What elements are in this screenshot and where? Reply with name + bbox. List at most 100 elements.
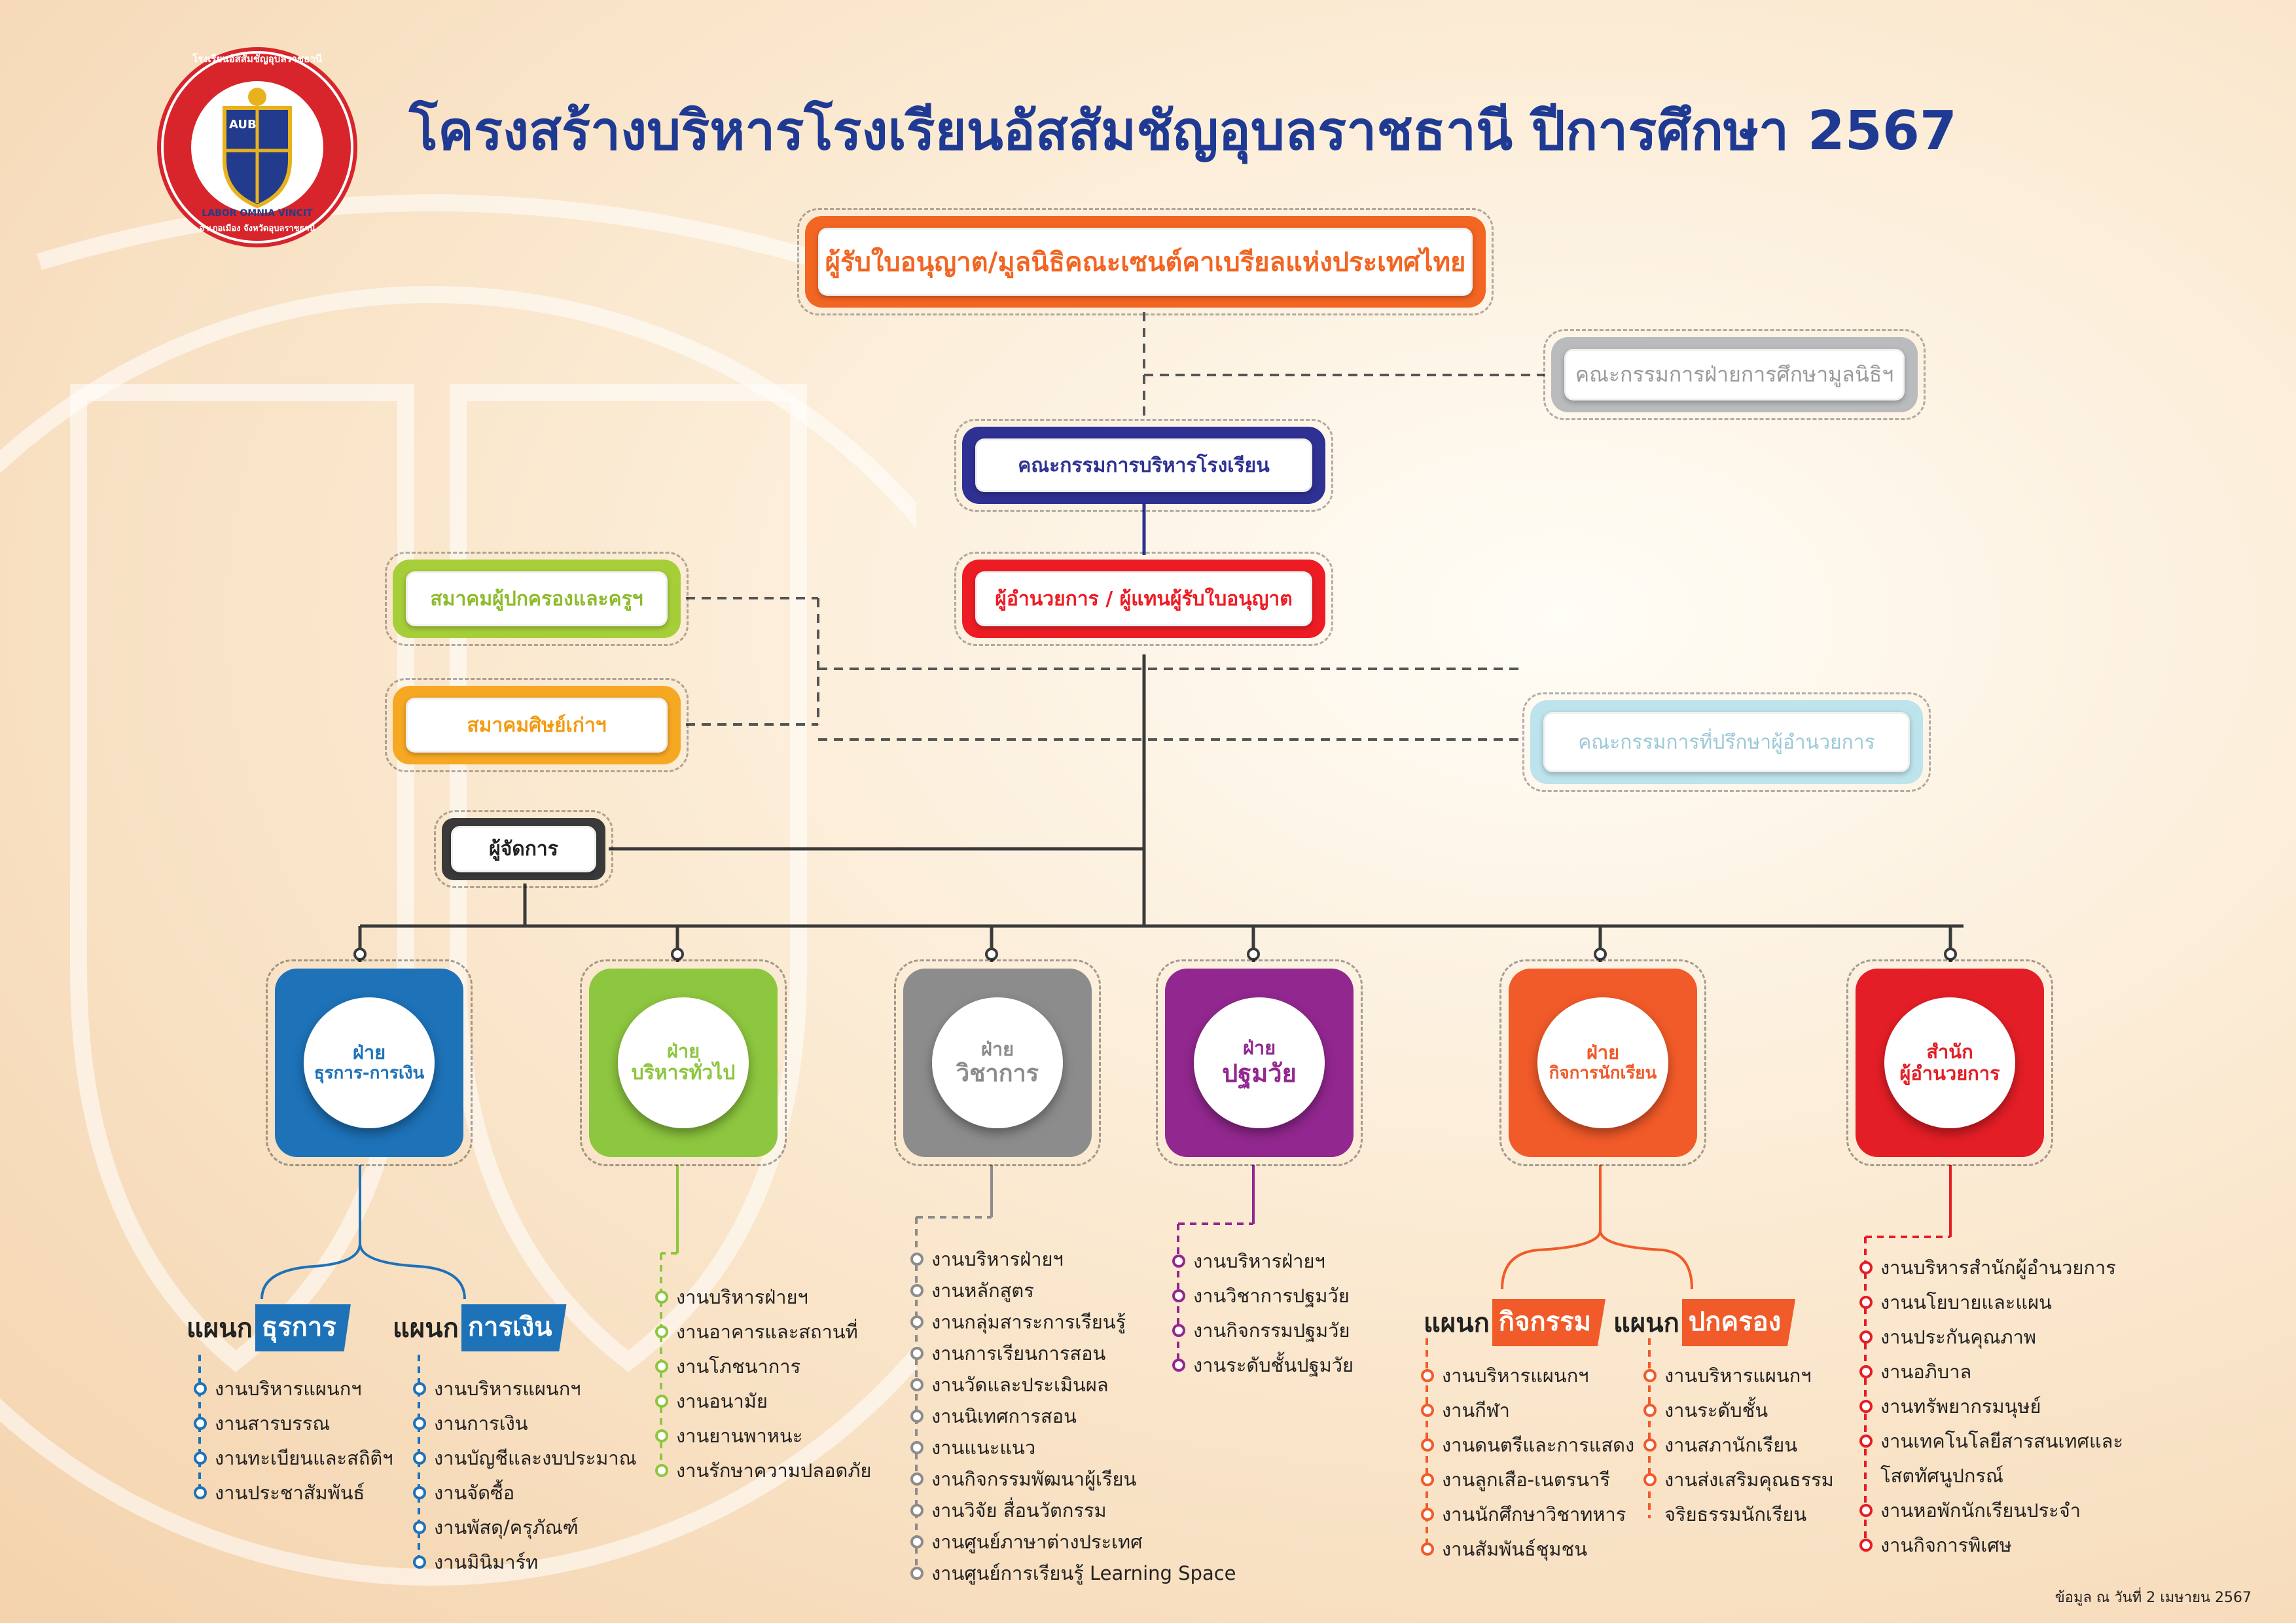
list-item: งานบริหารฝ่ายฯ	[1172, 1243, 1354, 1278]
list-item: งานประชาสัมพันธ์	[194, 1475, 393, 1510]
list-item: งานบริหารแผนกฯ	[1421, 1358, 1634, 1393]
section-finance-prefix: แผนก	[393, 1313, 459, 1344]
list-item: งานอนามัย	[655, 1383, 871, 1418]
list-item: งานโภชนาการ	[655, 1349, 871, 1383]
section-admin-prefix: แผนก	[187, 1313, 253, 1344]
list-item: งานกีฬา	[1421, 1393, 1634, 1427]
list-item: งานกิจกรรมพัฒนาผู้เรียน	[910, 1463, 1236, 1495]
list-item: งานศูนย์ภาษาต่างประเทศ	[910, 1526, 1236, 1558]
list-director-office: งานบริหารสำนักผู้อำนวยการ งานนโยบายและแผ…	[1859, 1250, 2123, 1562]
dept-student-affairs-line2: กิจการนักเรียน	[1549, 1063, 1657, 1083]
list-item: งานการเงิน	[413, 1406, 637, 1440]
list-item: งานระดับชั้น	[1643, 1393, 1834, 1427]
manager-box: ผู้จัดการ	[434, 810, 613, 888]
list-finance: งานบริหารแผนกฯ งานการเงิน งานบัญชีและงบป…	[413, 1371, 637, 1579]
list-item: งานกลุ่มสาระการเรียนรู้	[910, 1306, 1236, 1338]
dept-general-line1: ฝ่าย	[666, 1040, 700, 1063]
list-item: งานอาคารและสถานที่	[655, 1314, 871, 1349]
list-item: งานสภานักเรียน	[1643, 1427, 1834, 1462]
dept-student-affairs: ฝ่ายกิจการนักเรียน	[1499, 959, 1706, 1166]
list-item: งานนักศึกษาวิชาทหาร	[1421, 1497, 1634, 1531]
parents-teachers-box: สมาคมผู้ปกครองและครูฯ	[385, 552, 689, 646]
logo-ring-top: โรงเรียนอัสสัมชัญอุบลราชธานี	[192, 53, 323, 65]
section-finance-heading: แผนก การเงิน	[393, 1304, 567, 1351]
list-item: งานบริหารแผนกฯ	[413, 1371, 637, 1406]
licensee-label: ผู้รับใบอนุญาต/มูลนิธิคณะเซนต์คาเบรียลแห…	[818, 228, 1473, 296]
list-item: จริยธรรมนักเรียน	[1664, 1503, 1807, 1525]
list-item: งานบริหารฝ่ายฯ	[910, 1243, 1236, 1275]
list-academic: งานบริหารฝ่ายฯ งานหลักสูตร งานกลุ่มสาระก…	[910, 1243, 1236, 1589]
section-admin-heading: แผนก ธุรการ	[187, 1304, 351, 1351]
list-item: งานหอพักนักเรียนประจำ	[1859, 1493, 2123, 1527]
director-label: ผู้อำนวยการ / ผู้แทนผู้รับใบอนุญาต	[975, 571, 1312, 626]
data-date-note: ข้อมูล ณ วันที่ 2 เมษายน 2567	[2054, 1590, 2251, 1606]
list-item: งานสัมพันธ์ชุมชน	[1421, 1531, 1634, 1566]
section-activities-tag: กิจกรรม	[1492, 1299, 1605, 1346]
manager-label: ผู้จัดการ	[451, 826, 596, 872]
list-item: งานประกันคุณภาพ	[1859, 1319, 2123, 1354]
list-item: งานบริหารแผนกฯ	[194, 1371, 393, 1406]
list-item: งานส่งเสริมคุณธรรม	[1643, 1462, 1834, 1497]
list-discipline: งานบริหารแผนกฯ งานระดับชั้น งานสภานักเรี…	[1643, 1358, 1834, 1531]
list-item: งานกิจกรรมปฐมวัย	[1172, 1313, 1354, 1347]
advisory-label: คณะกรรมการที่ปรึกษาผู้อำนวยการ	[1543, 712, 1910, 772]
list-item: งานอภิบาล	[1859, 1354, 2123, 1389]
dept-director-office-line1: สำนัก	[1926, 1040, 1973, 1063]
dept-academic-line2: วิชาการ	[956, 1060, 1039, 1087]
list-item: งานดนตรีและการแสดง	[1421, 1427, 1634, 1462]
parents-teachers-label: สมาคมผู้ปกครองและครูฯ	[406, 571, 668, 626]
list-item: งานบริหารฝ่ายฯ	[655, 1279, 871, 1314]
section-discipline-heading: แผนก ปกครอง	[1613, 1299, 1796, 1346]
list-item: งานจัดซื้อ	[413, 1475, 637, 1510]
list-item: งานนโยบายและแผน	[1859, 1285, 2123, 1319]
dept-early-line2: ปฐมวัย	[1222, 1058, 1297, 1088]
list-item: งานลูกเสือ-เนตรนารี	[1421, 1462, 1634, 1497]
list-item: งานวัดและประเมินผล	[910, 1369, 1236, 1400]
list-item: งานการเรียนการสอน	[910, 1338, 1236, 1369]
list-item: งานทะเบียนและสถิติฯ	[194, 1440, 393, 1475]
list-item: งานระดับชั้นปฐมวัย	[1172, 1347, 1354, 1382]
section-admin-tag: ธุรการ	[255, 1304, 351, 1351]
dept-admin-finance-line2: ธุรการ-การเงิน	[314, 1063, 425, 1083]
dept-admin-finance-line1: ฝ่าย	[352, 1041, 386, 1064]
dept-early-childhood: ฝ่ายปฐมวัย	[1156, 959, 1363, 1166]
list-item: งานวิจัย สื่อนวัตกรรม	[910, 1495, 1236, 1526]
alumni-label: สมาคมศิษย์เก่าฯ	[406, 698, 668, 753]
section-discipline-tag: ปกครอง	[1681, 1299, 1796, 1346]
director-box: ผู้อำนวยการ / ผู้แทนผู้รับใบอนุญาต	[954, 552, 1333, 646]
list-item: งานมินิมาร์ท	[413, 1544, 637, 1579]
dept-academic: ฝ่ายวิชาการ	[894, 959, 1101, 1166]
list-item: งานสารบรรณ	[194, 1406, 393, 1440]
school-logo: LABOR OMNIA VINCIT โรงเรียนอัสสัมชัญอุบล…	[156, 46, 359, 249]
page-title: โครงสร้างบริหารโรงเรียนอัสสัมชัญอุบลราชธ…	[409, 100, 1957, 162]
list-item: งานแนะแนว	[910, 1432, 1236, 1463]
foundation-committee-box: คณะกรรมการฝ่ายการศึกษามูลนิธิฯ	[1543, 329, 1926, 420]
list-item: งานรักษาความปลอดภัย	[655, 1453, 871, 1488]
logo-shield-letters: AUB	[229, 118, 257, 132]
dept-director-office: สำนักผู้อำนวยการ	[1846, 959, 2053, 1166]
section-discipline-prefix: แผนก	[1613, 1308, 1679, 1338]
advisory-box: คณะกรรมการที่ปรึกษาผู้อำนวยการ	[1522, 692, 1931, 792]
list-general: งานบริหารฝ่ายฯ งานอาคารและสถานที่ งานโภช…	[655, 1279, 871, 1488]
list-item: งานยานพาหนะ	[655, 1418, 871, 1453]
dept-general: ฝ่ายบริหารทั่วไป	[580, 959, 787, 1166]
dept-early-line1: ฝ่าย	[1242, 1037, 1276, 1060]
list-item: งานนิเทศการสอน	[910, 1400, 1236, 1432]
list-item: งานบัญชีและงบประมาณ	[413, 1440, 637, 1475]
dept-academic-line1: ฝ่าย	[980, 1037, 1014, 1060]
list-item: งานเทคโนโลยีสารสนเทศและ	[1859, 1423, 2123, 1458]
school-board-box: คณะกรรมการบริหารโรงเรียน	[954, 419, 1333, 512]
alumni-box: สมาคมศิษย์เก่าฯ	[385, 678, 689, 772]
section-finance-tag: การเงิน	[461, 1304, 567, 1351]
section-activities-prefix: แผนก	[1424, 1308, 1490, 1338]
list-item: โสตทัศนูปกรณ์	[1880, 1464, 2003, 1487]
list-item: งานหลักสูตร	[910, 1275, 1236, 1306]
school-board-label: คณะกรรมการบริหารโรงเรียน	[975, 438, 1312, 492]
list-item: งานศูนย์การเรียนรู้ Learning Space	[910, 1558, 1236, 1589]
dept-director-office-line2: ผู้อำนวยการ	[1899, 1062, 2000, 1084]
licensee-box: ผู้รับใบอนุญาต/มูลนิธิคณะเซนต์คาเบรียลแห…	[797, 208, 1494, 315]
section-activities-heading: แผนก กิจกรรม	[1424, 1299, 1605, 1346]
foundation-committee-label: คณะกรรมการฝ่ายการศึกษามูลนิธิฯ	[1564, 349, 1905, 401]
logo-motto: LABOR OMNIA VINCIT	[202, 208, 313, 219]
